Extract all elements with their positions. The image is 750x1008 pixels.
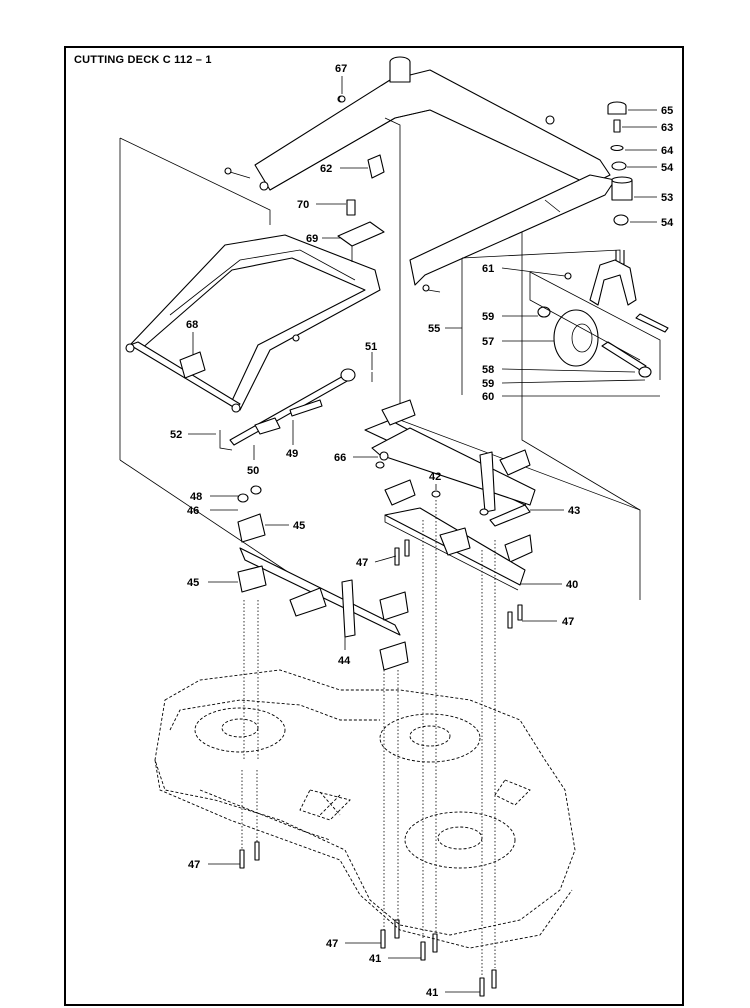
callout-67: 67 — [335, 63, 347, 75]
front-axle-assembly — [364, 399, 536, 563]
caster-wheel-assembly — [461, 249, 669, 395]
callout-48: 48 — [190, 491, 202, 503]
callout-54-lower: 54 — [661, 217, 674, 229]
upper-lift-arm — [224, 56, 611, 191]
diagram-title: CUTTING DECK C 112 – 1 — [74, 54, 212, 66]
adjustment-rod — [219, 368, 373, 451]
callout-47-left: 47 — [188, 859, 200, 871]
callout-41-middle: 41 — [369, 953, 381, 965]
callout-60: 60 — [482, 391, 494, 403]
drawing-frame — [64, 46, 684, 1006]
callout-45-left: 45 — [187, 577, 199, 589]
callout-47-bottom: 47 — [326, 938, 338, 950]
callout-59-lower: 59 — [482, 378, 494, 390]
callout-49: 49 — [286, 448, 298, 460]
callout-57: 57 — [482, 336, 494, 348]
front-shaft — [237, 485, 409, 671]
callout-40: 40 — [566, 579, 578, 591]
callout-labels: 67 62 70 69 68 51 52 50 49 66 65 63 64 5… — [170, 63, 674, 999]
callout-59-upper: 59 — [482, 311, 494, 323]
callout-46: 46 — [187, 505, 199, 517]
callout-52: 52 — [170, 429, 182, 441]
callout-47-center: 47 — [356, 557, 368, 569]
callout-47-right: 47 — [562, 616, 574, 628]
callout-51: 51 — [365, 341, 377, 353]
callout-50: 50 — [247, 465, 259, 477]
callout-43: 43 — [568, 505, 580, 517]
callout-44: 44 — [338, 655, 351, 667]
callout-68: 68 — [186, 319, 198, 331]
callout-62: 62 — [320, 163, 332, 175]
callout-53: 53 — [661, 192, 673, 204]
callout-63: 63 — [661, 122, 673, 134]
cutting-deck-housing — [154, 669, 576, 949]
callout-64: 64 — [661, 145, 674, 157]
callout-55: 55 — [428, 323, 440, 335]
callout-66: 66 — [334, 452, 346, 464]
callout-54-upper: 54 — [661, 162, 674, 174]
deck-hanger-bracket — [125, 234, 381, 413]
callout-65: 65 — [661, 105, 673, 117]
callout-45-right: 45 — [293, 520, 305, 532]
caster-pivot-parts — [607, 101, 633, 265]
right-lift-arm — [409, 115, 616, 293]
callout-61: 61 — [482, 263, 494, 275]
callout-58: 58 — [482, 364, 494, 376]
leader-lines — [188, 76, 660, 993]
small-brackets — [337, 154, 385, 262]
callout-70: 70 — [297, 199, 309, 211]
callout-42: 42 — [429, 471, 441, 483]
callout-69: 69 — [306, 233, 318, 245]
fasteners — [239, 95, 523, 997]
callout-41-bottom: 41 — [426, 987, 438, 999]
deck-bar — [384, 507, 526, 591]
